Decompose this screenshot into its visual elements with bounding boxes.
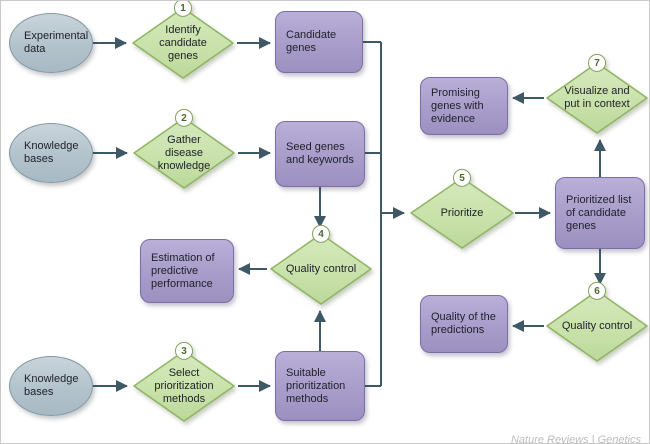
- node-suitable-prioritization-methods: Suitable prioritization methods: [275, 351, 365, 421]
- node-promising-genes-evidence: Promising genes with evidence: [420, 77, 508, 135]
- node-prioritize: Prioritize 5: [409, 168, 515, 250]
- step-badge-1: 1: [174, 1, 192, 17]
- node-prioritized-list-candidate-genes: Prioritized list of candidate genes: [555, 177, 645, 249]
- diamond-shape: [133, 350, 235, 422]
- node-seed-genes-keywords: Seed genes and keywords: [275, 121, 365, 187]
- node-label: Seed genes and keywords: [286, 141, 354, 166]
- node-gather-disease-knowledge: Gather disease knowledge 2: [132, 108, 236, 190]
- node-label: Promising genes with evidence: [431, 86, 484, 125]
- node-quality-control-mid: Quality control 4: [269, 224, 373, 306]
- diamond-shape: [132, 7, 234, 79]
- node-quality-control-right: Quality control 6: [545, 281, 649, 363]
- node-visualize-put-in-context: Visualize and put in context 7: [545, 53, 649, 135]
- node-quality-of-predictions: Quality of the predictions: [420, 295, 508, 353]
- node-label: Knowledge bases: [24, 373, 79, 398]
- step-badge-6: 6: [588, 281, 606, 300]
- node-estimation-predictive-performance: Estimation of predictive performance: [140, 239, 234, 303]
- diamond-shape: [410, 177, 514, 249]
- figure-source-caption: Nature Reviews | Genetics: [510, 434, 641, 444]
- node-label: Candidate genes: [286, 29, 337, 54]
- step-badge-4: 4: [312, 224, 330, 243]
- node-candidate-genes: Candidate genes: [275, 11, 363, 73]
- node-label: Select prioritization methods: [154, 366, 214, 405]
- node-label: Suitable prioritization methods: [286, 366, 346, 405]
- node-knowledge-bases-mid: Knowledge bases: [9, 123, 93, 183]
- diamond-shape: [133, 117, 235, 189]
- step-badge-2: 2: [175, 108, 193, 127]
- node-identify-candidate-genes: Identify candidate genes 1: [131, 1, 235, 80]
- node-label: Visualize and put in context: [564, 85, 630, 110]
- node-label: Quality control: [561, 319, 633, 332]
- node-label: Estimation of predictive performance: [151, 251, 215, 290]
- node-label: Quality control: [285, 262, 357, 275]
- node-label: Gather disease knowledge: [157, 133, 211, 172]
- node-label: Identify candidate genes: [159, 23, 207, 62]
- diamond-shape: [546, 62, 648, 134]
- step-badge-7: 7: [588, 53, 606, 72]
- step-badge-3: 3: [175, 341, 193, 360]
- node-select-prioritization-methods: Select prioritization methods 3: [132, 341, 236, 423]
- node-knowledge-bases-bottom: Knowledge bases: [9, 356, 93, 416]
- node-label: Prioritize: [440, 206, 484, 219]
- step-badge-5: 5: [453, 168, 471, 187]
- node-label: Quality of the predictions: [431, 311, 496, 336]
- node-experimental-data: Experimental data: [9, 13, 93, 73]
- diamond-shape: [270, 233, 372, 305]
- node-label: Knowledge bases: [24, 140, 79, 165]
- node-label: Experimental data: [24, 30, 89, 55]
- node-label: Prioritized list of candidate genes: [566, 193, 632, 232]
- diamond-shape: [546, 290, 648, 362]
